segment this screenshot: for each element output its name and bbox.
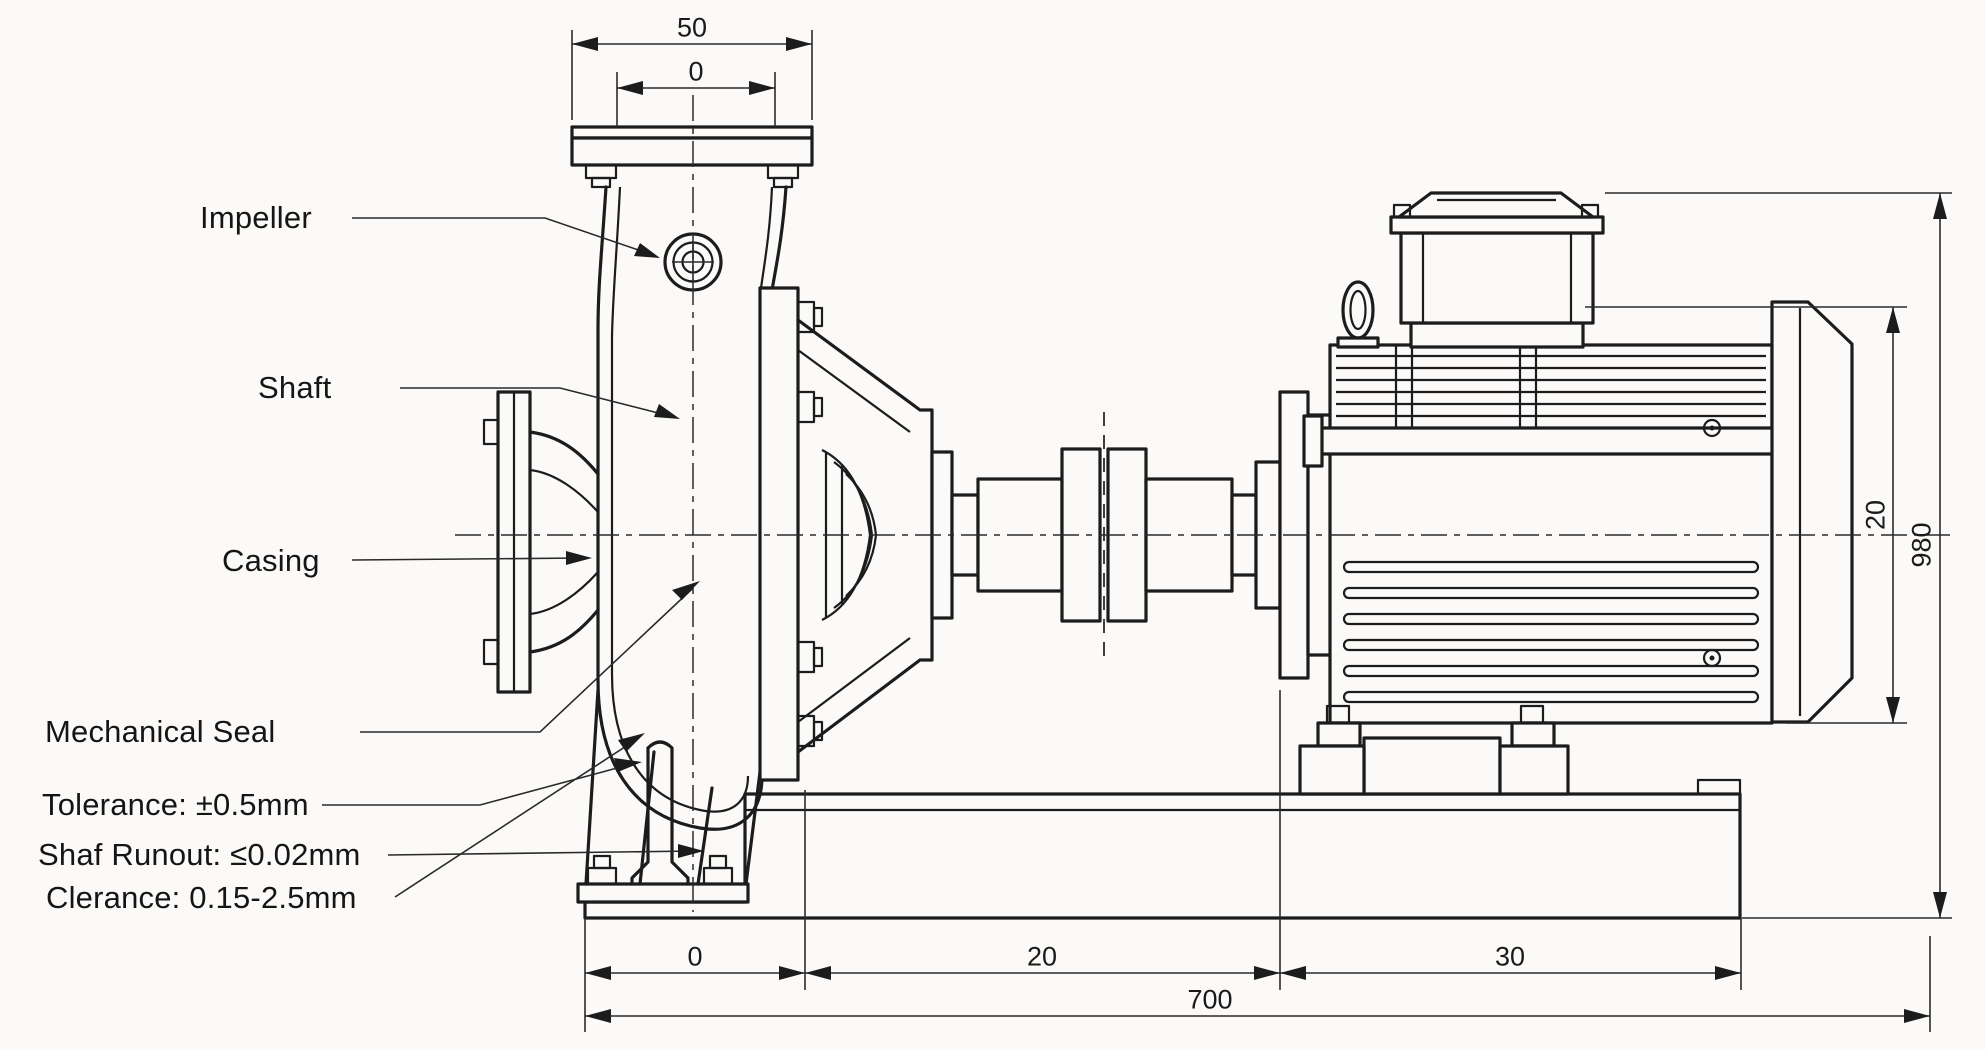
tolerance-note: Tolerance: ±0.5mm (42, 787, 309, 822)
shaft-runout-leader (387, 850, 695, 856)
leader-lines (322, 217, 704, 898)
tolerance-leader (322, 763, 633, 806)
dim-top-outer: 50 (676, 12, 708, 43)
back-flange (758, 286, 800, 782)
mechanical-seal-leader (360, 588, 693, 733)
dim-bottom-motor: 30 (1494, 941, 1526, 972)
pump-casing (482, 125, 824, 831)
pump-bracket (796, 318, 954, 754)
eye-bolt (1336, 280, 1380, 349)
impeller-leader (352, 217, 651, 255)
motor-cooling-fins-top (1336, 354, 1766, 418)
motor-assembly (1254, 191, 1854, 796)
dim-bottom-foot: 0 (687, 941, 703, 972)
motor-feet (1298, 704, 1570, 796)
suction-flange (570, 125, 814, 140)
shaft-leader (400, 387, 671, 417)
mechanical-seal-label: Mechanical Seal (45, 714, 276, 749)
impeller-label: Impeller (200, 200, 312, 235)
motor-cooling-fins-side (1342, 560, 1760, 704)
dimension-lines (571, 30, 1952, 1032)
shaft-runout-note: Shaf Runout: ≤0.02mm (38, 837, 361, 872)
casing-label: Casing (222, 543, 320, 578)
dim-right-inner: 20 (1860, 499, 1891, 531)
shaft-coupling (950, 412, 1258, 660)
dim-right-overall: 980 (1906, 522, 1937, 568)
dim-bottom-overall: 700 (1187, 984, 1233, 1015)
motor-bolt (1702, 418, 1722, 438)
clearance-leader (394, 738, 638, 898)
pump-support-foot (576, 688, 764, 904)
clearance-note: Clerance: 0.15-2.5mm (46, 880, 357, 915)
centerlines (455, 95, 1950, 912)
casing-leader (351, 557, 583, 561)
terminal-box (1389, 191, 1605, 349)
dim-top-inner: 0 (688, 56, 704, 87)
motor-end-cap (1770, 300, 1854, 724)
dim-bottom-coupling: 20 (1026, 941, 1058, 972)
motor-bolt (1702, 648, 1722, 668)
shaft-label: Shaft (258, 370, 332, 405)
motor-frame (1328, 343, 1774, 725)
